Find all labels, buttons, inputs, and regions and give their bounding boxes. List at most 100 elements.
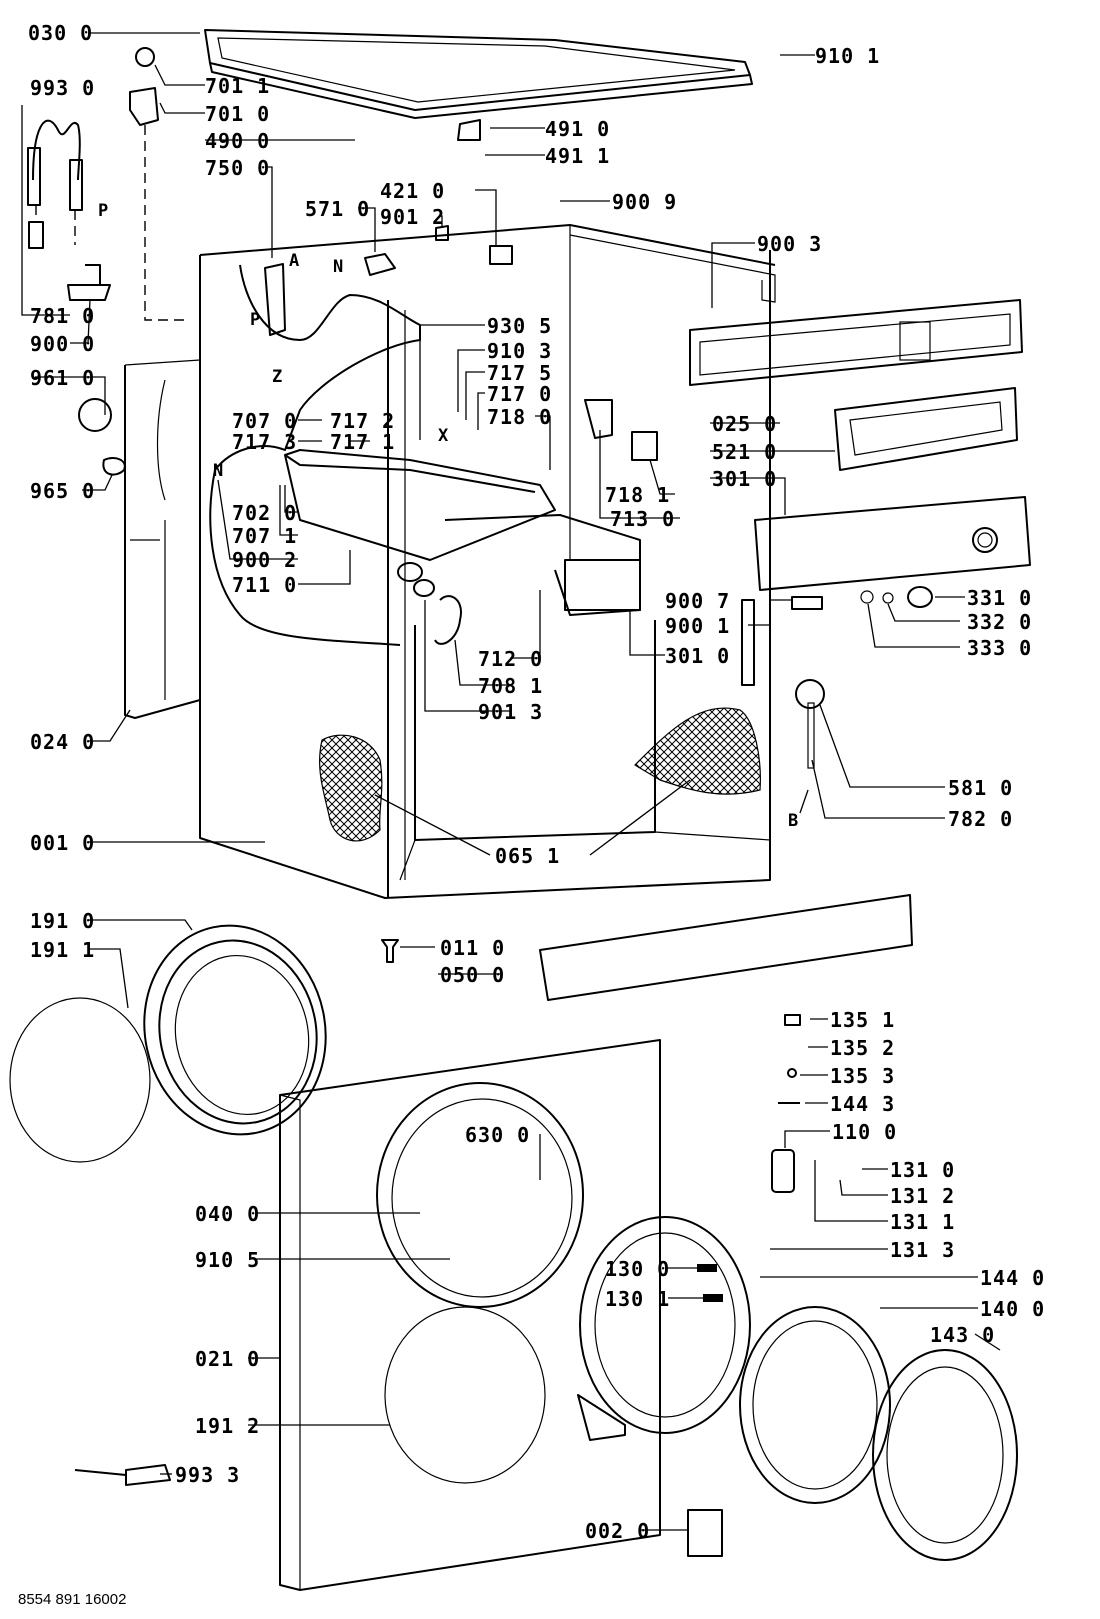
callout-702-0: 702 0: [232, 501, 297, 525]
callout-331-0: 331 0: [967, 586, 1032, 610]
callout-900-2: 900 2: [232, 548, 297, 572]
callout-630-0: 630 0: [465, 1123, 530, 1147]
callout-993-0: 993 0: [30, 76, 95, 100]
callout-711-0: 711 0: [232, 573, 297, 597]
leader-lines: [21, 32, 1001, 1531]
callout-717-3: 717 3: [232, 430, 297, 454]
callout-993-3: 993 3: [175, 1463, 240, 1487]
callout-191-0: 191 0: [30, 909, 95, 933]
letter-n-left: N: [213, 461, 223, 481]
callout-708-1: 708 1: [478, 674, 543, 698]
door-frame: [579, 1216, 751, 1434]
letter-p-mid: P: [250, 310, 260, 330]
callout-024-0: 024 0: [30, 730, 95, 754]
callout-901-2: 901 2: [380, 205, 445, 229]
callout-131-2: 131 2: [890, 1184, 955, 1208]
part-drawings: [9, 29, 1031, 1591]
callout-131-3: 131 3: [890, 1238, 955, 1262]
callout-717-2: 717 2: [330, 409, 395, 433]
callout-011-0: 011 0: [440, 936, 505, 960]
callout-301-0-a: 301 0: [712, 467, 777, 491]
letter-markers: P A P Z N X N B: [98, 201, 798, 831]
top-cover: [204, 29, 753, 119]
callout-025-0: 025 0: [712, 412, 777, 436]
callout-910-5: 910 5: [195, 1248, 260, 1272]
front-panel: [279, 1039, 661, 1591]
cabinet: [199, 224, 776, 899]
callout-490-0: 490 0: [205, 129, 270, 153]
callout-965-0: 965 0: [30, 479, 95, 503]
door-glass: [739, 1306, 891, 1504]
callout-301-0-b: 301 0: [665, 644, 730, 668]
callout-110-0: 110 0: [832, 1120, 897, 1144]
callout-707-0: 707 0: [232, 409, 297, 433]
document-number: 8554 891 16002: [18, 1591, 126, 1608]
letter-b: B: [788, 811, 798, 831]
callout-131-1: 131 1: [890, 1210, 955, 1234]
callout-521-0: 521 0: [712, 440, 777, 464]
plinth: [539, 894, 913, 1001]
callout-135-1: 135 1: [830, 1008, 895, 1032]
letter-n-top: N: [333, 257, 343, 277]
foot: [381, 939, 399, 963]
foam-pad-left: [319, 734, 383, 842]
callout-717-1: 717 1: [330, 430, 395, 454]
electronic-board: [834, 387, 1018, 471]
outer-door-ring: [872, 1349, 1018, 1561]
small-parts: [74, 47, 823, 1557]
callout-900-0: 900 0: [30, 332, 95, 356]
callout-130-0: 130 0: [605, 1257, 670, 1281]
door-gasket: [9, 924, 327, 1163]
callout-135-2: 135 2: [830, 1036, 895, 1060]
control-panel: [754, 496, 1031, 608]
callout-717-0: 717 0: [487, 382, 552, 406]
callout-191-2: 191 2: [195, 1414, 260, 1438]
callout-571-0: 571 0: [305, 197, 370, 221]
callout-910-3: 910 3: [487, 339, 552, 363]
letter-x: X: [438, 426, 449, 446]
callout-030-0: 030 0: [28, 21, 93, 45]
callout-140-0: 140 0: [980, 1297, 1045, 1321]
callout-143-0: 143 0: [930, 1323, 995, 1347]
callout-717-5: 717 5: [487, 361, 552, 385]
callout-718-0: 718 0: [487, 405, 552, 429]
callout-065-1: 065 1: [495, 844, 560, 868]
callout-701-1: 701 1: [205, 74, 270, 98]
letter-p-left: P: [98, 201, 108, 221]
callout-701-0: 701 0: [205, 102, 270, 126]
letter-a: A: [289, 251, 299, 271]
callout-901-3: 901 3: [478, 700, 543, 724]
callout-782-0: 782 0: [948, 807, 1013, 831]
callout-421-0: 421 0: [380, 179, 445, 203]
pressure-switch: [795, 679, 825, 769]
callout-961-0: 961 0: [30, 366, 95, 390]
callout-707-1: 707 1: [232, 524, 297, 548]
inlet-hose: [27, 119, 111, 301]
callout-332-0: 332 0: [967, 610, 1032, 634]
control-frame: [689, 299, 1023, 386]
callout-713-0: 713 0: [610, 507, 675, 531]
callout-131-0: 131 0: [890, 1158, 955, 1182]
callout-135-3: 135 3: [830, 1064, 895, 1088]
foam-pad-right: [634, 707, 761, 795]
callout-781-0: 781 0: [30, 304, 95, 328]
callout-491-1: 491 1: [545, 144, 610, 168]
callout-333-0: 333 0: [967, 636, 1032, 660]
callout-910-1: 910 1: [815, 44, 880, 68]
callout-144-3: 144 3: [830, 1092, 895, 1116]
callout-130-1: 130 1: [605, 1287, 670, 1311]
callout-191-1: 191 1: [30, 938, 95, 962]
callout-718-1: 718 1: [605, 483, 670, 507]
callout-labels: 030 0 993 0 701 1 701 0 490 0 750 0 491 …: [28, 21, 1045, 1543]
callout-712-0: 712 0: [478, 647, 543, 671]
callout-900-7: 900 7: [665, 589, 730, 613]
callout-900-3: 900 3: [757, 232, 822, 256]
callout-930-5: 930 5: [487, 314, 552, 338]
detergent-dispenser: [284, 449, 641, 645]
callout-900-1: 900 1: [665, 614, 730, 638]
callout-750-0: 750 0: [205, 156, 270, 180]
letter-z: Z: [272, 367, 282, 387]
rear-panel: [124, 359, 201, 719]
callout-021-0: 021 0: [195, 1347, 260, 1371]
